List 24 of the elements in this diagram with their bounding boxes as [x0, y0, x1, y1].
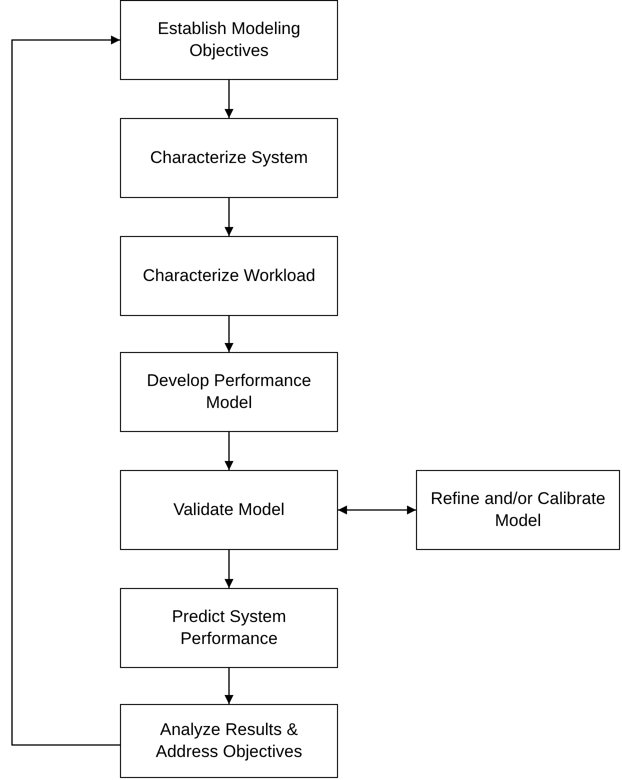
box-label: Characterize Workload — [142, 265, 316, 287]
process-box — [120, 118, 338, 198]
arrow — [224, 198, 234, 236]
arrow — [224, 316, 234, 352]
box-label: Analyze Results & Address Objectives — [154, 719, 304, 763]
box-label: Refine and/or Calibrate Model — [430, 488, 606, 532]
box-label: Predict System Performance — [170, 606, 288, 650]
arrow — [224, 550, 234, 588]
box-label: Characterize System — [149, 147, 309, 169]
box-label: Validate Model — [172, 499, 286, 521]
arrow — [224, 80, 234, 118]
process-box — [120, 0, 338, 80]
process-box — [120, 236, 338, 316]
box-label: Develop Performance Model — [146, 370, 312, 414]
arrow — [11, 36, 120, 746]
box-label: Establish Modeling Objectives — [156, 18, 302, 62]
process-box — [120, 352, 338, 432]
process-box — [120, 470, 338, 550]
process-box — [120, 588, 338, 668]
arrow — [224, 432, 234, 470]
arrow — [338, 506, 416, 514]
arrow — [224, 668, 234, 704]
process-box — [120, 704, 338, 778]
process-box — [416, 470, 620, 550]
